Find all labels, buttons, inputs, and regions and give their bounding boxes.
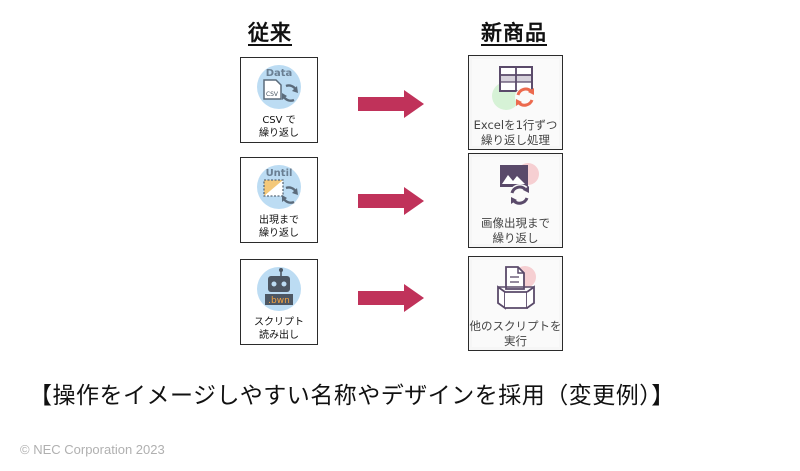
svg-text:CSV: CSV <box>266 91 279 98</box>
old-action-label: 出現まで繰り返し <box>259 215 299 239</box>
icon-badge-data: Data <box>266 68 293 79</box>
arrow-right-icon <box>358 284 424 312</box>
new-action-label: 他のスクリプトを実行 <box>469 319 562 348</box>
until-image-loop-icon: Until <box>256 164 302 214</box>
new-action-label: Excelを1行ずつ繰り返し処理 <box>473 118 558 147</box>
icon-badge-bwn: .bwn <box>268 296 290 306</box>
excel-table-loop-icon <box>490 64 542 116</box>
new-action-label: 画像出現まで繰り返し <box>481 216 550 245</box>
icon-badge-until: Until <box>266 168 293 179</box>
run-other-script-icon <box>490 265 542 317</box>
new-action-image-appear-loop: 画像出現まで繰り返し <box>468 153 563 248</box>
old-action-until-loop: Until 出現まで繰り返し <box>240 157 318 243</box>
old-action-csv-loop: Data CSV CSV で繰り返し <box>240 57 318 143</box>
robot-bwn-script-icon: .bwn <box>256 266 302 316</box>
old-action-label: スクリプト読み出し <box>254 317 304 341</box>
arrow-right-icon <box>358 187 424 215</box>
new-action-excel-row-loop: Excelを1行ずつ繰り返し処理 <box>468 55 563 150</box>
copyright: © NEC Corporation 2023 <box>20 442 165 457</box>
old-action-label: CSV で繰り返し <box>259 115 299 139</box>
arrow-right-icon <box>358 90 424 118</box>
old-action-script-read: .bwn スクリプト読み出し <box>240 259 318 345</box>
heading-new: 新商品 <box>481 21 547 45</box>
new-action-run-other-script: 他のスクリプトを実行 <box>468 256 563 351</box>
data-csv-loop-icon: Data CSV <box>256 64 302 114</box>
image-appear-loop-icon <box>490 162 542 214</box>
caption: 【操作をイメージしやすい名称やデザインを採用（変更例）】 <box>29 383 675 409</box>
heading-old: 従来 <box>248 21 292 45</box>
